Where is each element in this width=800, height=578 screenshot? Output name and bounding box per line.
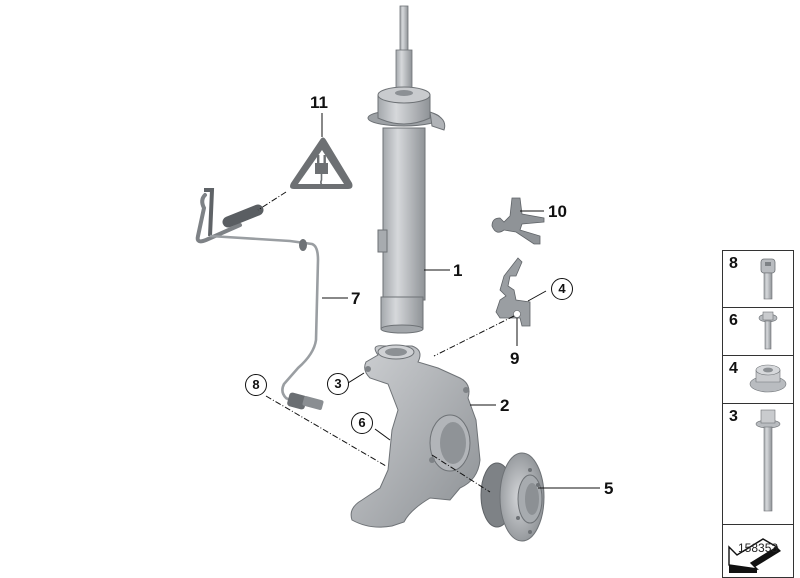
leader-lines	[321, 113, 600, 489]
legend-item-4[interactable]: 4	[723, 356, 793, 404]
bracket-10	[491, 197, 545, 245]
legend-item-3[interactable]: 3	[723, 404, 793, 525]
shock-absorber-strut	[367, 5, 446, 334]
wheel-speed-sensor-cable	[195, 188, 324, 410]
document-id: 158353	[738, 541, 779, 555]
callout-11[interactable]: 11	[310, 93, 328, 112]
legend-label: 6	[729, 312, 738, 329]
callout-5[interactable]: 5	[604, 479, 614, 498]
legend-item-6[interactable]: 6	[723, 308, 793, 356]
legend-item-8[interactable]: 8	[723, 251, 793, 308]
callout-8-circled[interactable]: 8	[245, 374, 267, 396]
legend-label: 3	[729, 408, 738, 425]
callout-6-circled[interactable]: 6	[351, 412, 373, 434]
legend-label: 8	[729, 255, 738, 272]
callout-2[interactable]: 2	[500, 396, 510, 415]
socket-head-screw-icon	[760, 258, 776, 300]
flange-bolt-long-icon	[755, 409, 781, 512]
callout-9[interactable]: 9	[510, 349, 520, 368]
callout-7[interactable]: 7	[351, 289, 361, 308]
callout-4-circled[interactable]: 4	[551, 278, 573, 300]
flange-bolt-short-icon	[758, 311, 778, 350]
callout-3-circled[interactable]: 3	[327, 373, 349, 395]
callout-1[interactable]: 1	[453, 261, 463, 280]
wheel-hub	[480, 452, 545, 542]
bracket-9	[495, 257, 531, 327]
electrical-warning-triangle-icon	[290, 137, 353, 189]
exploded-view-diagram	[195, 5, 600, 542]
callout-10[interactable]: 10	[548, 202, 567, 221]
steering-knuckle	[350, 344, 481, 528]
fastener-legend: 8 6 4 3	[722, 250, 794, 578]
flange-nut-icon	[749, 364, 787, 393]
assembly-axis-lines	[257, 191, 515, 493]
legend-label: 4	[729, 360, 738, 377]
